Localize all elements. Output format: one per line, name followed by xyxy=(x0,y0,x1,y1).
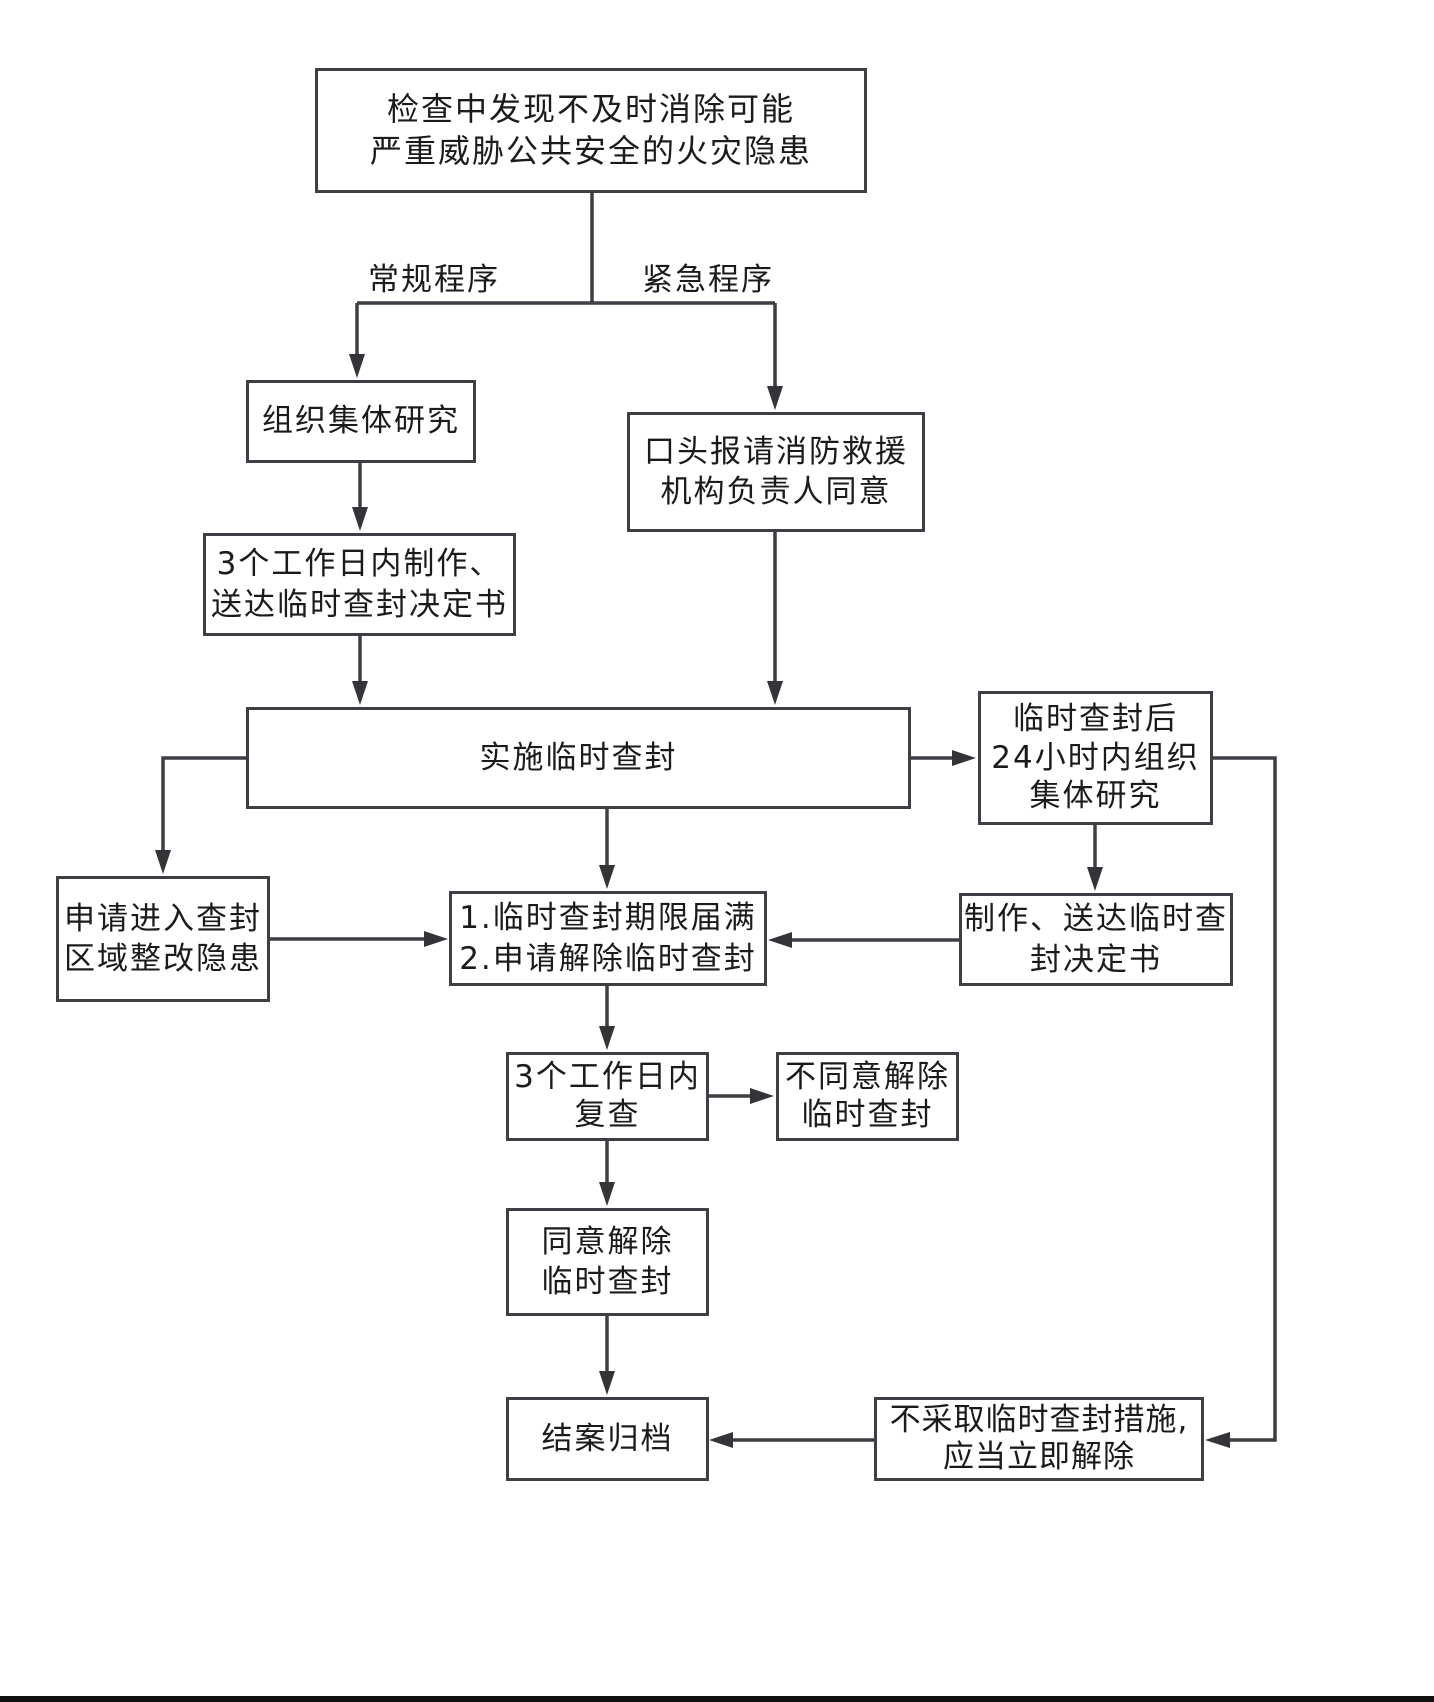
node-make-deliver-decision: 制作、送达临时查 封决定书 xyxy=(959,893,1233,986)
node-close-archive: 结案归档 xyxy=(506,1397,709,1481)
node-research-within-24h: 临时查封后 24小时内组织 集体研究 xyxy=(978,691,1213,825)
arrow-regular xyxy=(349,354,365,378)
node-make-deliver-within-3-days: 3个工作日内制作、 送达临时查封决定书 xyxy=(203,533,516,636)
node-expire-or-apply-release: 1.临时查封期限届满 2.申请解除临时查封 xyxy=(449,891,767,986)
node-start-hazard-found: 检查中发现不及时消除可能 严重威胁公共安全的火灾隐患 xyxy=(315,68,867,193)
node-review-within-3-days: 3个工作日内 复查 xyxy=(506,1052,709,1141)
arrow-implement-to-apply-enter xyxy=(155,850,171,874)
arrow-research24-to-decision xyxy=(1087,867,1103,891)
arrow-make-to-implement xyxy=(352,681,368,705)
arrow-implement-to-research24 xyxy=(952,750,976,766)
branch-label-emergency: 紧急程序 xyxy=(642,262,774,298)
arrow-review-to-disagree xyxy=(750,1088,774,1104)
node-oral-approval: 口头报请消防救援 机构负责人同意 xyxy=(627,412,925,532)
arrow-research-to-make xyxy=(352,507,368,531)
arrow-decision-to-expire xyxy=(768,932,792,948)
arrow-review-to-agree xyxy=(599,1182,615,1206)
arrow-emergency xyxy=(767,386,783,410)
node-disagree-release: 不同意解除 临时查封 xyxy=(776,1052,959,1141)
edge-implement-to-apply-enter xyxy=(161,756,246,855)
node-apply-enter-area: 申请进入查封 区域整改隐患 xyxy=(56,876,270,1002)
node-implement-temporary-seal: 实施临时查封 xyxy=(246,707,911,809)
bottom-border-line xyxy=(0,1696,1434,1702)
arrow-not-adopt-to-archive xyxy=(709,1432,733,1448)
node-agree-release: 同意解除 临时查封 xyxy=(506,1208,709,1316)
arrow-research24-to-not-adopt xyxy=(1205,1432,1230,1448)
arrow-expire-to-review xyxy=(599,1026,615,1050)
branch-label-regular: 常规程序 xyxy=(368,262,500,298)
node-not-adopt-release: 不采取临时查封措施, 应当立即解除 xyxy=(874,1397,1204,1481)
node-collective-research: 组织集体研究 xyxy=(246,380,476,463)
arrow-oral-to-implement xyxy=(767,681,783,705)
arrow-apply-enter-to-expire xyxy=(424,931,448,947)
arrow-implement-to-expire xyxy=(599,865,615,889)
arrow-agree-to-archive xyxy=(599,1371,615,1395)
edge-research24-to-not-adopt xyxy=(1212,756,1277,1442)
